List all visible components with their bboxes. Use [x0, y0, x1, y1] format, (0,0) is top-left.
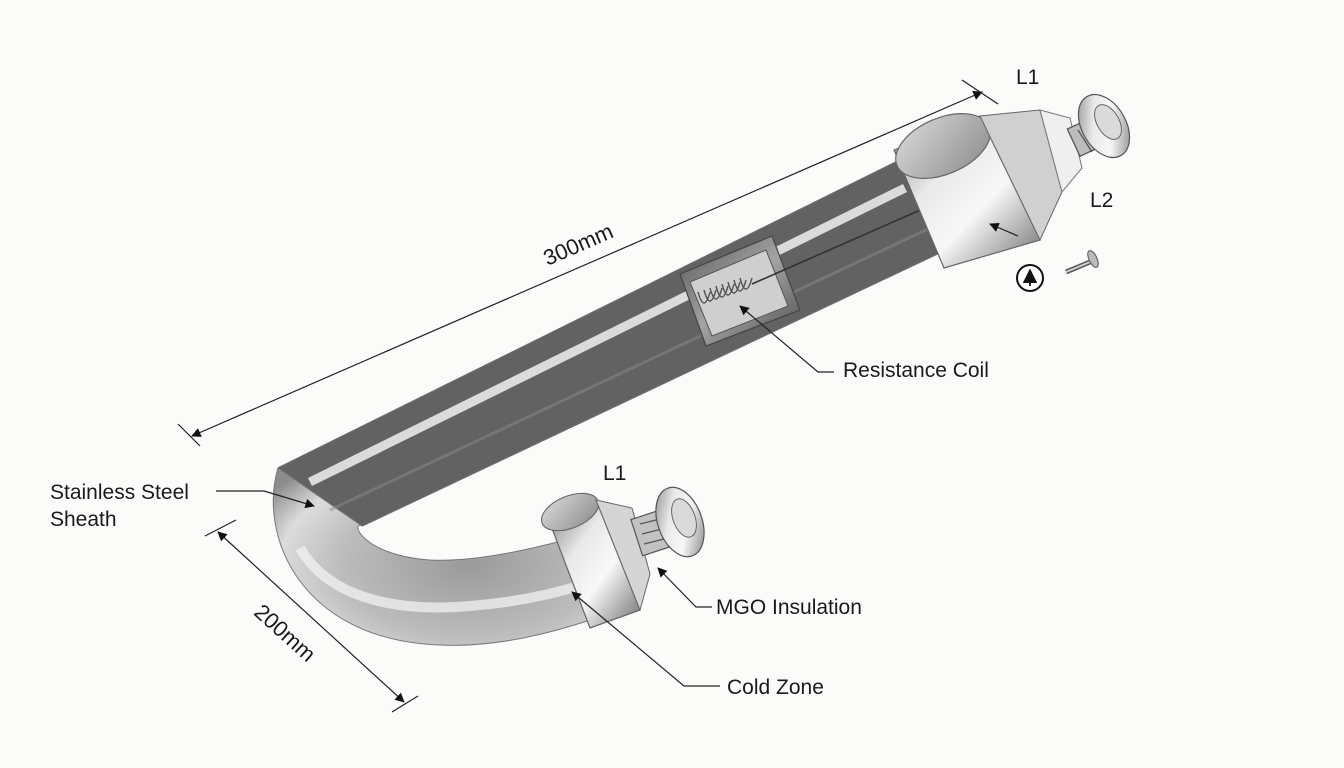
mgo-insulation-label: MGO Insulation: [716, 596, 862, 619]
coil-cutaway: [679, 202, 936, 347]
circled-up-arrow-icon: [1016, 264, 1044, 292]
length-dimension-label: 300mm: [540, 218, 617, 270]
resistance-coil-icon: [697, 277, 753, 304]
resistance-coil-label: Resistance Coil: [843, 359, 989, 382]
sheath-label-line2: Sheath: [50, 508, 117, 531]
lower-terminal-assembly: [540, 486, 705, 629]
screw-icon: [1065, 250, 1099, 275]
heater-sheath: [272, 159, 951, 646]
leader-lines: [216, 222, 1019, 687]
sheath-label-line1: Stainless Steel: [50, 481, 189, 504]
terminal-l1-top-label: L1: [1016, 66, 1039, 89]
wire-arrow: [751, 202, 936, 285]
terminal-l1-bottom-label: L1: [603, 462, 626, 485]
height-dimension-label: 200mm: [249, 599, 320, 667]
terminal-l2-label: L2: [1090, 189, 1113, 212]
cold-zone-label: Cold Zone: [727, 676, 824, 699]
